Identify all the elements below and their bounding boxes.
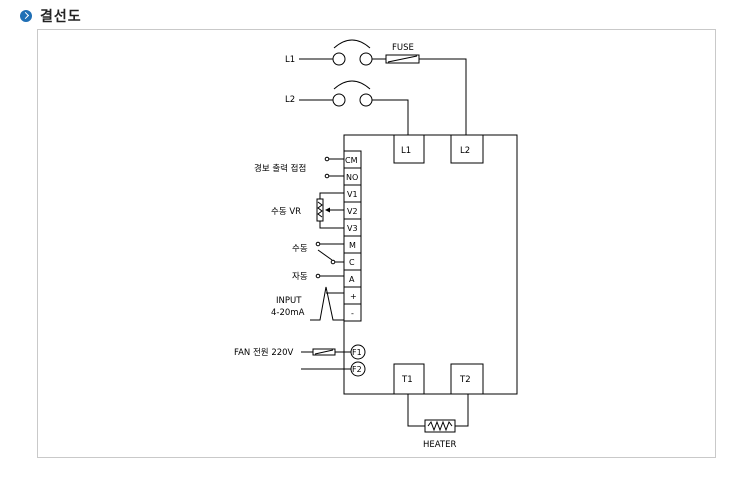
- section-title: 결선도: [40, 9, 82, 25]
- side-terminal-m-label: M: [349, 241, 356, 250]
- alarm-contact-label: 경보 출력 접점: [254, 163, 306, 174]
- terminal-l1-label: L1: [401, 146, 411, 156]
- switch-blade: [317, 249, 333, 261]
- switch-manual-dot: [315, 241, 321, 247]
- fan-terminal-f1: [350, 344, 366, 360]
- fan-fuse-element: [314, 349, 334, 355]
- heater-zigzag: [427, 420, 453, 432]
- l2-to-l1-terminal-wire: [372, 99, 409, 135]
- side-terminal-v2-label: V2: [347, 207, 358, 216]
- fan-power-label: FAN 전원 220V: [234, 347, 294, 358]
- l1-to-l2-terminal-wire: [419, 58, 467, 135]
- switch-common-dot: [330, 259, 336, 265]
- switch-auto-dot: [315, 273, 321, 279]
- vr-wiper-arrow: [325, 207, 330, 213]
- vr-zigzag: [317, 201, 323, 218]
- l2-contact-right: [359, 93, 373, 107]
- alarm-contact-cm-dot: [324, 156, 330, 162]
- section-header: 결선도: [20, 6, 82, 26]
- vr-v3-wire: [319, 221, 344, 229]
- l1-contact-left: [332, 52, 346, 66]
- side-terminal-cm-label: CM: [345, 156, 358, 165]
- input-label-line1: INPUT: [276, 296, 302, 306]
- terminal-l2: [450, 134, 484, 164]
- l1-breaker-arc: [333, 39, 371, 49]
- vr-v1-wire: [319, 192, 344, 199]
- l1-contact-right: [359, 52, 373, 66]
- terminal-t1: [393, 363, 425, 395]
- side-terminal-v3-label: V3: [347, 224, 358, 233]
- l2-breaker-arc: [333, 80, 371, 90]
- side-terminal-no-label: NO: [346, 173, 358, 182]
- fuse-element: [387, 55, 418, 63]
- terminal-t1-label: T1: [401, 375, 413, 385]
- l2-contact-left: [332, 93, 346, 107]
- side-terminal-strip: CM NO V1 V2 V3 M C A + -: [343, 150, 362, 322]
- auto-label: 자동: [292, 272, 308, 282]
- terminal-t2: [450, 363, 484, 395]
- side-terminal-plus-label: +: [350, 292, 357, 301]
- manual-vr-label: 수동 VR: [271, 207, 301, 217]
- input-label-line2: 4-20mA: [271, 308, 305, 318]
- fan-terminal-f2-label: F2: [352, 365, 362, 374]
- input-l1-label: L1: [285, 55, 295, 65]
- controller-body: [343, 134, 518, 395]
- heater-symbol: [424, 419, 456, 433]
- fan-terminal-f2: [350, 361, 366, 377]
- fuse-label: FUSE: [392, 43, 414, 53]
- input-l2-label: L2: [285, 95, 295, 105]
- terminal-l2-label: L2: [460, 146, 470, 156]
- terminal-t2-label: T2: [459, 375, 471, 385]
- chevron-right-icon: [20, 10, 32, 22]
- side-terminal-v1-label: V1: [347, 190, 358, 199]
- heater-wire-left: [407, 394, 425, 427]
- heater-wire-right: [455, 394, 469, 427]
- alarm-contact-no-dot: [324, 173, 330, 179]
- side-terminal-minus: [343, 303, 362, 322]
- terminal-l1: [393, 134, 425, 164]
- side-terminal-a-label: A: [349, 275, 355, 284]
- heater-label: HEATER: [423, 440, 456, 450]
- manual-label: 수동: [292, 244, 308, 254]
- side-terminal-c-label: C: [349, 258, 355, 267]
- input-signal-wire: [310, 286, 344, 321]
- fan-terminal-f1-label: F1: [352, 348, 362, 357]
- side-terminal-minus-label: -: [351, 309, 354, 318]
